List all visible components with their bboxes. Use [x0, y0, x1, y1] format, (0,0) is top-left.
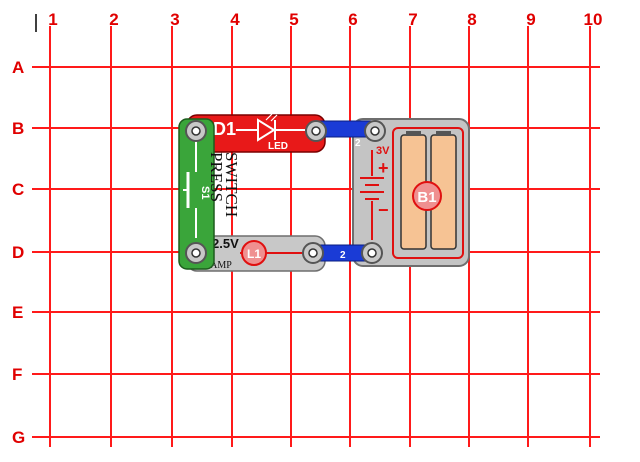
led-d1[interactable]: D1 LED: [186, 113, 326, 153]
snap-b5[interactable]: [305, 120, 327, 142]
snap-d6-inner: [367, 248, 377, 258]
battery-cell-left-cap: [406, 131, 421, 136]
led-label: D1: [213, 119, 236, 139]
snap-d3-inner: [191, 248, 201, 258]
grid-column-label-10: 10: [584, 10, 603, 29]
press-switch-s1[interactable]: S1: [178, 118, 215, 270]
lamp-voltage: 2.5V: [212, 236, 239, 251]
grid-row-label-A: A: [12, 58, 24, 77]
snap-b3[interactable]: [185, 120, 207, 142]
grid-row-label-B: B: [12, 119, 24, 138]
led-symbol-triangle: [257, 118, 276, 142]
led-text: LED: [268, 141, 288, 152]
snap-b6[interactable]: [364, 120, 386, 142]
grid-column-label-8: 8: [467, 10, 476, 29]
grid-column-label-5: 5: [289, 10, 298, 29]
battery-label: B1: [417, 189, 436, 206]
grid-labels: 1 2 3 4 5 6 7 8 9 10A B C D E F G: [12, 10, 602, 447]
battery-label-badge: [412, 181, 442, 211]
wire-bottom-label: 2: [340, 250, 346, 261]
switch-label: S1: [199, 186, 211, 199]
snap-d5-inner: [308, 248, 318, 258]
grid-column-label-3: 3: [170, 10, 179, 29]
battery-holder-b1[interactable]: 3V + − B1: [352, 118, 470, 267]
switch-text-press: PRESS: [207, 152, 226, 202]
battery-frame: [392, 127, 464, 259]
snap-d5[interactable]: [302, 242, 324, 264]
lamp-text: LAMP: [204, 260, 232, 271]
grid-row-label-F: F: [12, 365, 22, 384]
battery-minus: −: [378, 200, 389, 220]
grid-row-label-D: D: [12, 243, 24, 262]
grid-column-label-9: 9: [526, 10, 535, 29]
snap-b5-inner: [311, 126, 321, 136]
wire-top-label: 2: [355, 138, 361, 149]
grid-column-label-7: 7: [408, 10, 417, 29]
grid-column-label-4: 4: [230, 10, 240, 29]
battery-cell-right-cap: [436, 131, 451, 136]
battery-plus: +: [378, 158, 389, 178]
lamp-l1[interactable]: 2.5V L1 LAMP: [186, 235, 326, 272]
switch-base: [178, 118, 215, 270]
battery-voltage: 3V: [376, 145, 390, 157]
switch-text-switch: SWITCH: [222, 152, 241, 217]
grid-column-label-6: 6: [348, 10, 357, 29]
grid-column-label-1: 1: [48, 10, 57, 29]
snap-d6[interactable]: [361, 242, 383, 264]
grid-column-label-2: 2: [109, 10, 118, 29]
led-symbol-ray-2: [270, 114, 278, 122]
lamp-label: L1: [247, 247, 261, 261]
grid-row-label-E: E: [12, 303, 23, 322]
snap-b3-inner: [191, 126, 201, 136]
lamp-label-badge: [241, 240, 267, 266]
grid-row-label-C: C: [12, 180, 24, 199]
grid-row-label-G: G: [12, 428, 25, 447]
snap-b6-inner: [370, 126, 380, 136]
snap-d3[interactable]: [185, 242, 207, 264]
led-symbol-ray-1: [265, 113, 273, 121]
